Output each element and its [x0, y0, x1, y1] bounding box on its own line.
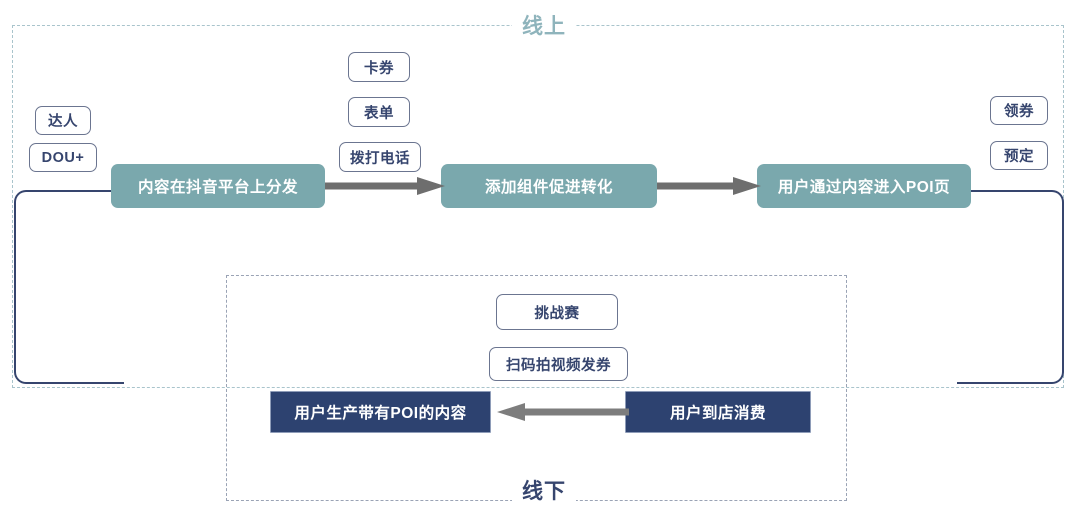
arrow-right-distribution-to-component	[325, 177, 445, 195]
tag-claim-coupon[interactable]: 领券	[990, 96, 1048, 125]
tag-reservation[interactable]: 预定	[990, 141, 1048, 170]
process-box-add-component[interactable]: 添加组件促进转化	[441, 164, 657, 208]
tag-form[interactable]: 表单	[348, 97, 410, 127]
tag-card-coupon[interactable]: 卡券	[348, 52, 410, 82]
process-box-user-in-store-consumption[interactable]: 用户到店消费	[625, 391, 811, 433]
online-region-label: 线上	[512, 16, 576, 37]
loop-connector-right	[957, 190, 1064, 384]
process-box-user-generates-poi-content[interactable]: 用户生产带有POI的内容	[270, 391, 491, 433]
process-box-enter-poi-page[interactable]: 用户通过内容进入POI页	[757, 164, 971, 208]
tag-dou-plus[interactable]: DOU+	[29, 143, 97, 172]
loop-connector-left	[14, 190, 124, 384]
tag-phone-call[interactable]: 拨打电话	[339, 142, 421, 172]
tag-challenge-event[interactable]: 挑战赛	[496, 294, 618, 330]
offline-region-label: 线下	[512, 481, 576, 502]
arrow-right-component-to-poi	[657, 177, 761, 195]
arrow-left-consumption-to-content	[497, 403, 629, 421]
tag-daren[interactable]: 达人	[35, 106, 91, 135]
tag-scan-shoot-video-coupon[interactable]: 扫码拍视频发券	[489, 347, 628, 381]
process-box-content-distribution[interactable]: 内容在抖音平台上分发	[111, 164, 325, 208]
